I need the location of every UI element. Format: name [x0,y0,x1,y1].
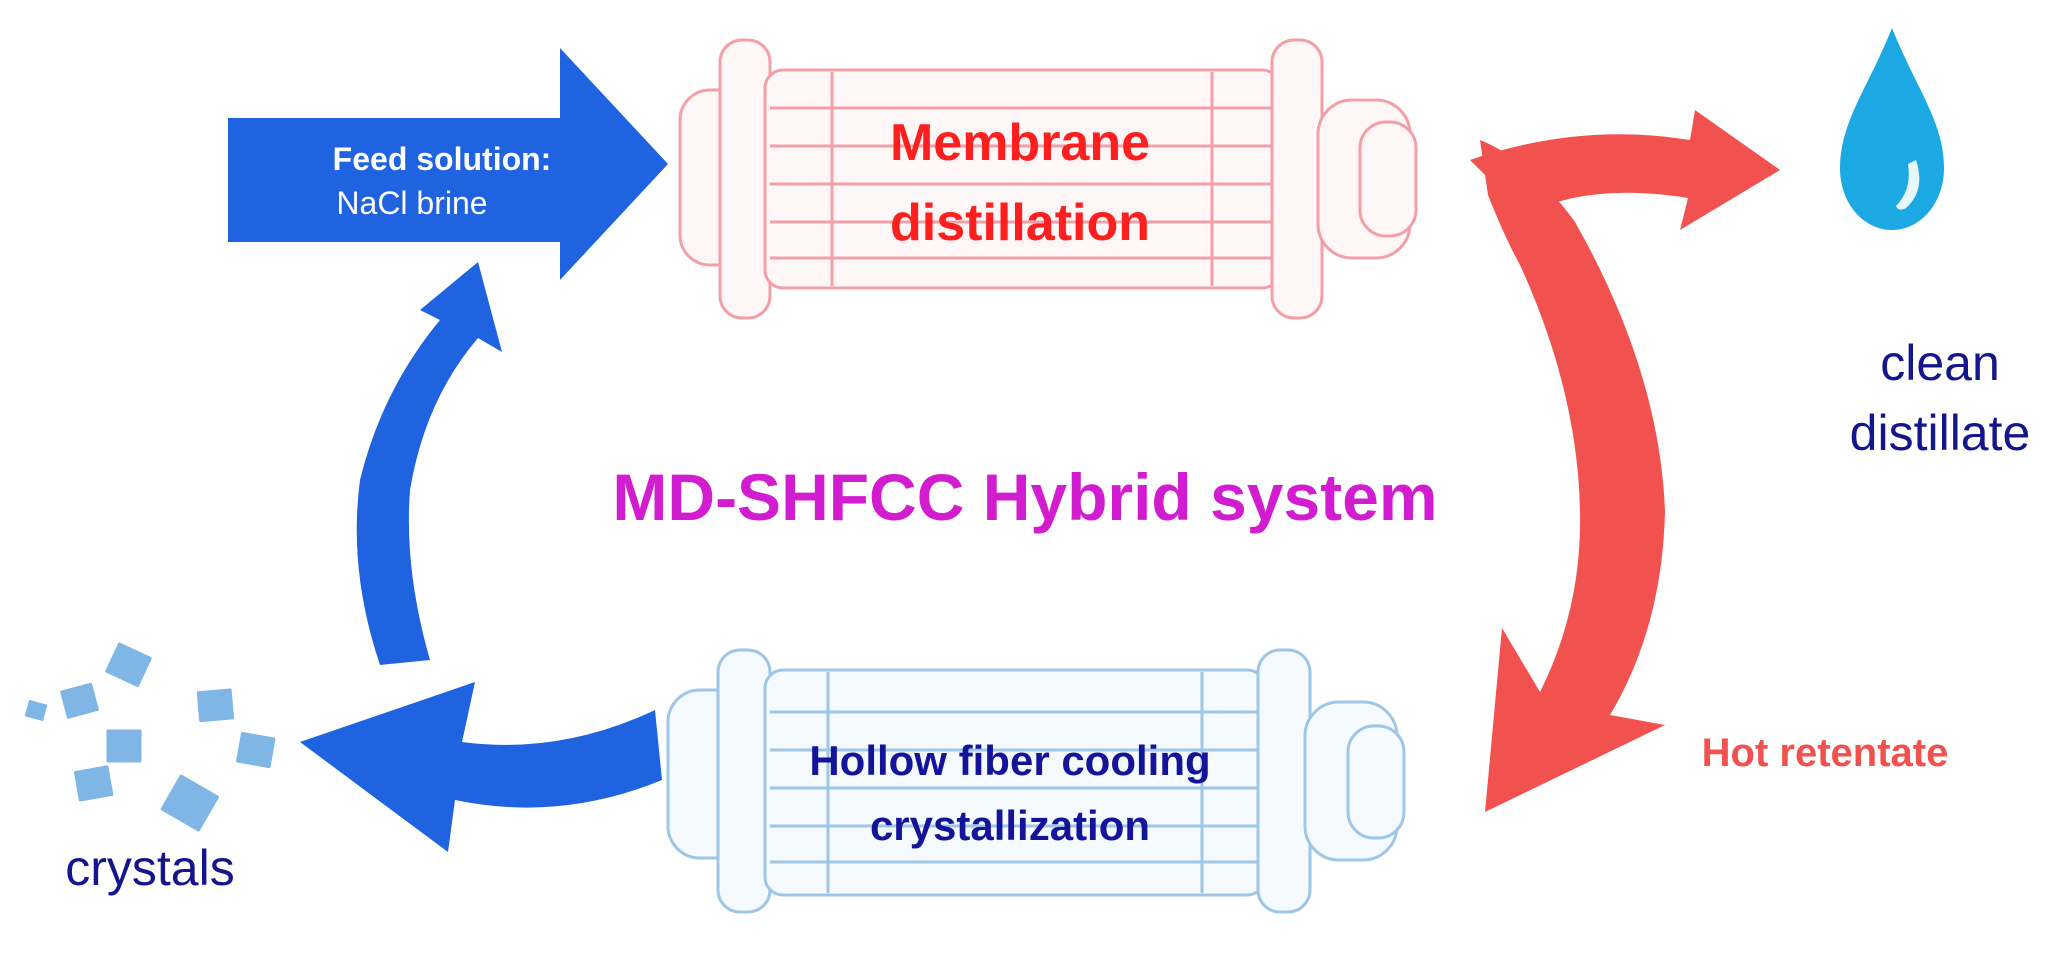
md-right-flange [1270,38,1324,320]
salt-crystals-icon [21,639,279,835]
recycle-arrow-shape [356,262,502,665]
hollow-fiber-crystallization-module: Hollow fiber cooling crystallization [666,648,1406,914]
crystals-arrow [300,682,662,852]
md-fibers [770,72,1275,286]
md-label-line1: Membrane [890,114,1150,172]
crystals-label: crystals [65,840,234,896]
distillate-branch-arrow [1470,110,1780,230]
md-left-flange [718,38,772,320]
hf-label-line2: crystallization [870,802,1150,849]
feed-arrow: Feed solution: NaCl brine [228,48,668,280]
md-right-nozzle-inner [1358,120,1418,238]
hf-right-nozzle-inner [1346,724,1406,840]
membrane-distillation-module: Membrane distillation [678,38,1418,320]
hot-retentate-arrow-shape [1480,140,1665,812]
feed-label-line1: Feed solution: [333,141,552,177]
feed-arrow-shape [228,48,668,280]
hf-fibers [770,672,1260,893]
drop-shape [1840,28,1944,230]
drop-highlight [1896,160,1920,210]
hf-left-flange [716,648,772,914]
hot-retentate-label: Hot retentate [1702,731,1949,775]
distillate-label-line2: distillate [1850,405,2031,461]
md-label-line2: distillation [890,194,1150,252]
recycle-arrow [356,262,502,665]
feed-label-line2: NaCl brine [336,185,487,221]
distillate-label-line1: clean [1880,335,2000,391]
system-title: MD-SHFCC Hybrid system [612,460,1437,534]
hf-right-flange [1256,648,1312,914]
crystals-arrow-shape [300,682,662,852]
hot-retentate-arrow [1470,110,1780,812]
hf-label-line1: Hollow fiber cooling [809,737,1210,784]
md-body [763,68,1282,290]
water-drop-icon [1840,28,1944,230]
